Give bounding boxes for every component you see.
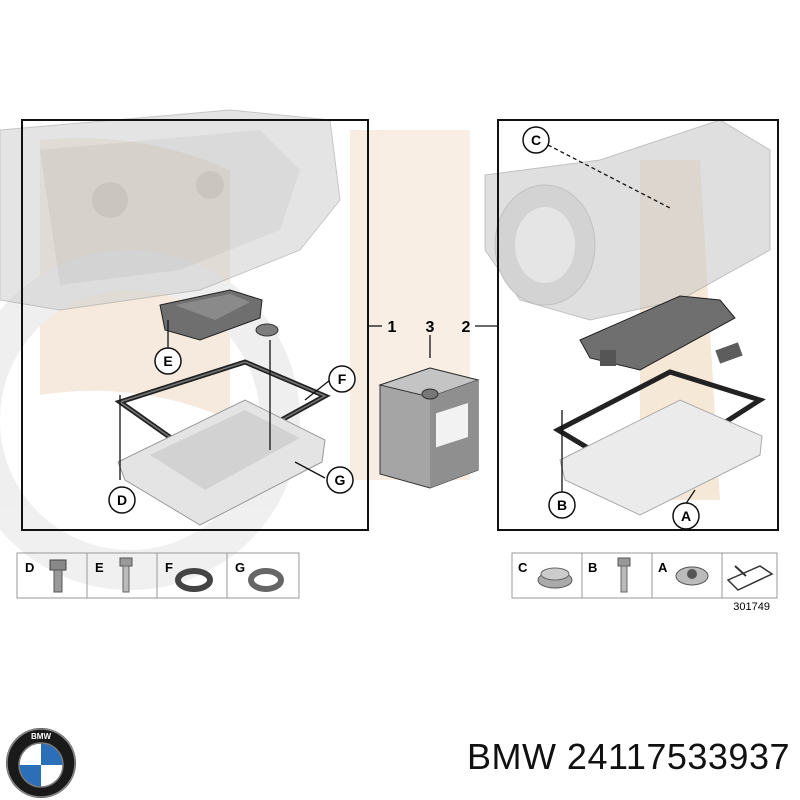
- bmw-logo: BMW: [6, 728, 76, 798]
- drain-plug-icon: [537, 567, 573, 589]
- legend-right-A: A: [658, 560, 668, 575]
- transmission-left: [0, 109, 341, 311]
- callout-F-label: F: [338, 371, 347, 387]
- legend-left: D E F G: [16, 552, 300, 599]
- parts-diagram: E F D G 1 3 2: [0, 109, 779, 613]
- callout-G: G: [326, 466, 354, 494]
- o-ring-icon: [248, 568, 284, 592]
- leader-lines-left: [119, 320, 331, 480]
- bolt-icon: [49, 559, 67, 593]
- pan-right: [559, 399, 763, 516]
- seal-ring-icon: [175, 568, 213, 592]
- filter-left: [159, 289, 263, 341]
- callout-B-label: B: [557, 497, 567, 513]
- legend-left-E: E: [95, 560, 104, 575]
- legend-right: C B A: [511, 552, 778, 599]
- legend-left-D: D: [25, 560, 34, 575]
- oil-canister: [378, 367, 480, 489]
- callout-C-label: C: [531, 132, 541, 148]
- seal-pad-right: [715, 342, 743, 364]
- callout-C: C: [522, 126, 550, 154]
- legend-right-B: B: [588, 560, 597, 575]
- part-number: BMW 24117533937: [466, 736, 790, 777]
- callout-D: D: [108, 486, 136, 514]
- transmission-right: [484, 119, 771, 321]
- plug-left: [255, 323, 279, 337]
- callout-E: E: [154, 347, 182, 375]
- callout-F: F: [328, 365, 356, 393]
- group-label-left: 1: [388, 319, 397, 336]
- callout-G-label: G: [335, 472, 346, 488]
- right-panel-frame: [497, 119, 779, 531]
- callout-A: A: [672, 502, 700, 530]
- gasket-arrow-icon: [726, 565, 774, 591]
- pan-left: [117, 399, 326, 526]
- group-label-center: 3: [426, 319, 435, 336]
- screw-icon: [119, 557, 133, 593]
- filter-right: [579, 295, 736, 371]
- left-panel-frame: [21, 119, 369, 531]
- bolt-b-icon: [617, 557, 631, 593]
- legend-left-F: F: [165, 560, 173, 575]
- callout-E-label: E: [163, 353, 172, 369]
- legend-left-G: G: [235, 560, 245, 575]
- callout-D-label: D: [117, 492, 127, 508]
- callout-A-label: A: [681, 508, 691, 524]
- figure-number: 301749: [733, 601, 770, 613]
- logo-text: BMW: [31, 732, 51, 741]
- callout-B: B: [548, 491, 576, 519]
- group-label-right: 2: [462, 319, 471, 336]
- filler-plug-icon: [675, 566, 709, 586]
- group-connectors: [368, 325, 498, 358]
- legend-right-C: C: [518, 560, 528, 575]
